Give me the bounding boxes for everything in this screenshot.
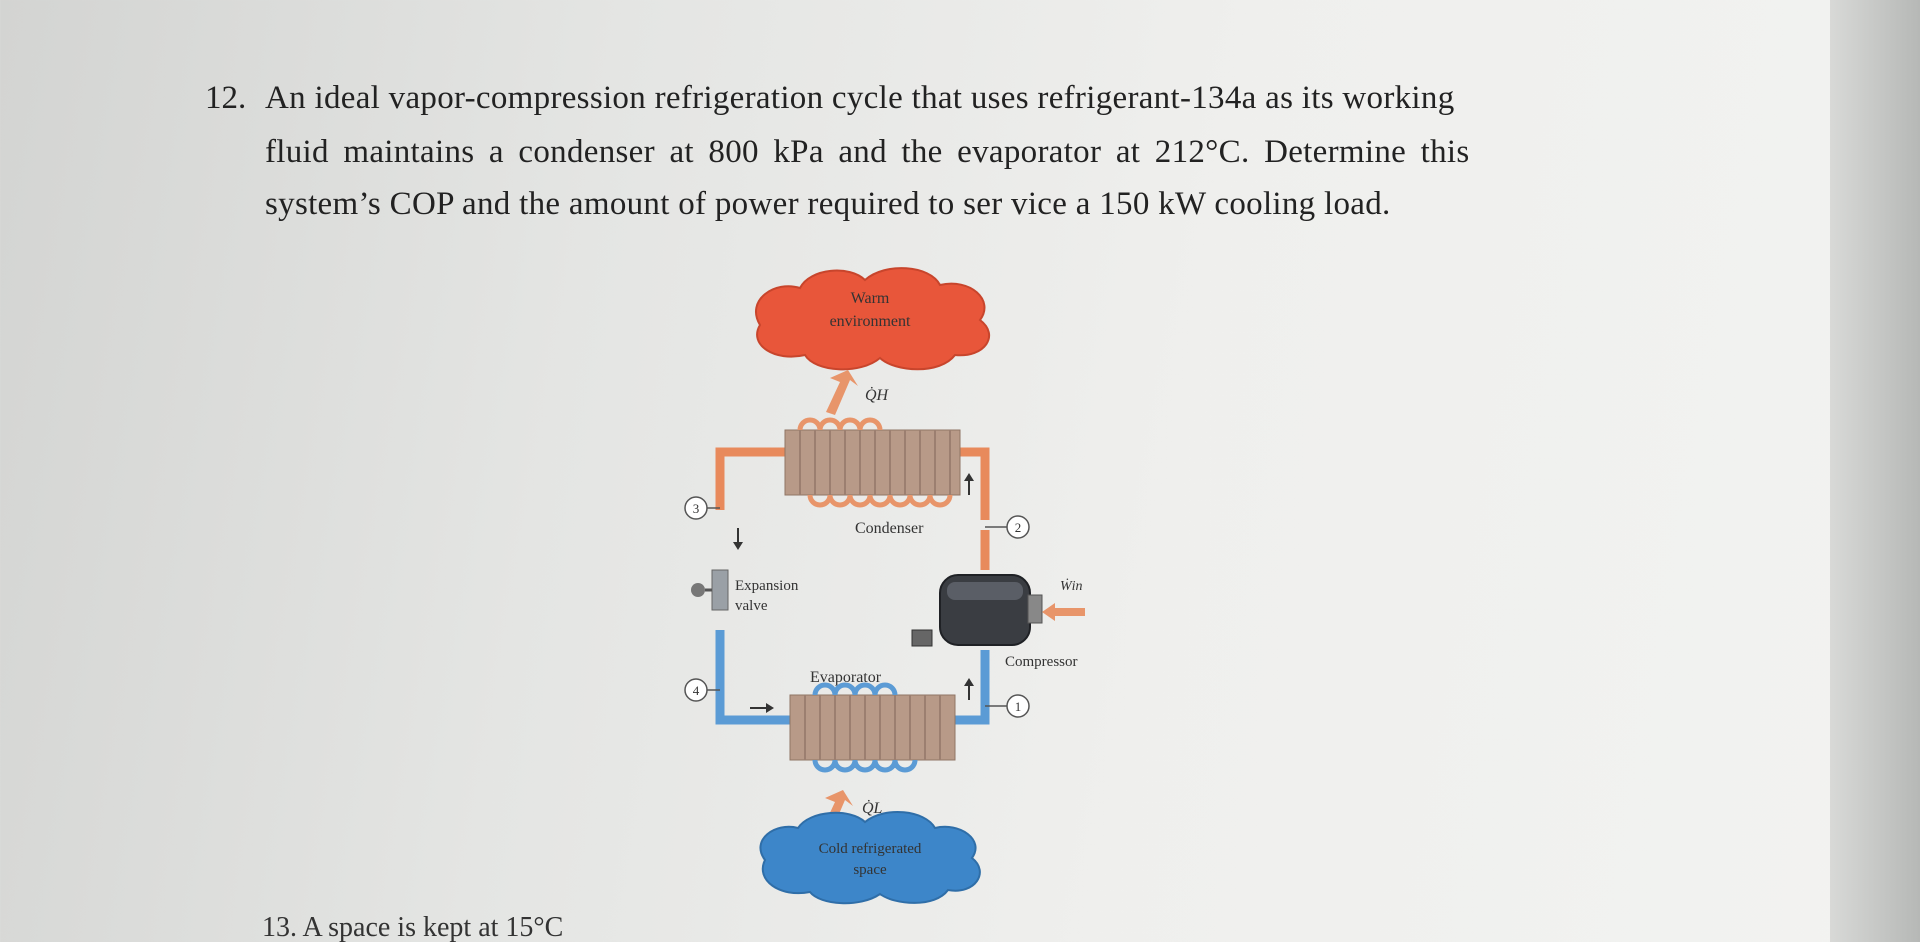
svg-text:3: 3 <box>693 501 700 516</box>
hot-refrigerant-pipes <box>715 447 990 570</box>
problem-number: 12. <box>205 80 247 116</box>
next-problem-partial: 13. A space is kept at 15°C <box>262 912 564 942</box>
expansion-valve-label-line1: Expansion <box>735 578 799 594</box>
state-marker-2: 2 <box>985 515 1030 539</box>
w-in-label: Ẇin <box>1060 577 1083 594</box>
svg-text:4: 4 <box>693 683 700 698</box>
problem-text-line-1: An ideal vapor-compression refrigeration… <box>265 80 1455 116</box>
compressor: Compressor Ẇin <box>911 574 1085 670</box>
condenser-coil: Condenser <box>784 417 961 537</box>
problem-text-line-3: system’s COP and the amount of power req… <box>265 186 1391 222</box>
state-marker-3: 3 <box>684 496 720 520</box>
state-markers: 3 2 4 1 <box>684 496 1030 718</box>
arrow-right-icon <box>750 703 774 713</box>
cold-space-label-line2: space <box>853 862 887 878</box>
q-l-label: Q̇L <box>862 799 883 817</box>
work-input-arrow <box>1042 603 1085 621</box>
condenser-label: Condenser <box>855 520 924 537</box>
evaporator-coil: Evaporator <box>789 669 956 773</box>
problem-text-line-2: fluid maintains a condenser at 800 kPa a… <box>265 134 1470 170</box>
cold-refrigerant-pipes <box>715 630 990 725</box>
svg-text:1: 1 <box>1015 699 1022 714</box>
document-page: 12. An ideal vapor-compression refrigera… <box>205 80 1470 942</box>
warm-environment-cloud: Warm environment <box>755 267 991 371</box>
compressor-label: Compressor <box>1005 654 1078 670</box>
evaporator-label: Evaporator <box>810 669 882 686</box>
flow-arrows <box>733 473 974 713</box>
expansion-valve-label-line2: valve <box>735 598 768 614</box>
state-marker-1: 1 <box>985 694 1030 718</box>
arrow-up-icon <box>964 678 974 700</box>
state-marker-4: 4 <box>684 678 720 702</box>
refrigeration-cycle-diagram: Warm environment Q̇H <box>684 267 1085 905</box>
heat-rejection-arrow: Q̇H <box>826 370 890 415</box>
warm-env-label-line1: Warm <box>851 290 890 307</box>
q-h-label: Q̇H <box>865 386 890 404</box>
warm-env-label-line2: environment <box>830 313 911 330</box>
svg-text:2: 2 <box>1015 520 1022 535</box>
expansion-valve: Expansion valve <box>691 569 799 614</box>
arrow-up-icon <box>964 473 974 495</box>
arrow-down-icon <box>733 528 743 550</box>
cold-space-label-line1: Cold refrigerated <box>819 841 922 857</box>
monitor-bezel <box>1830 0 1920 942</box>
cold-space-cloud: Cold refrigerated space <box>759 811 981 905</box>
